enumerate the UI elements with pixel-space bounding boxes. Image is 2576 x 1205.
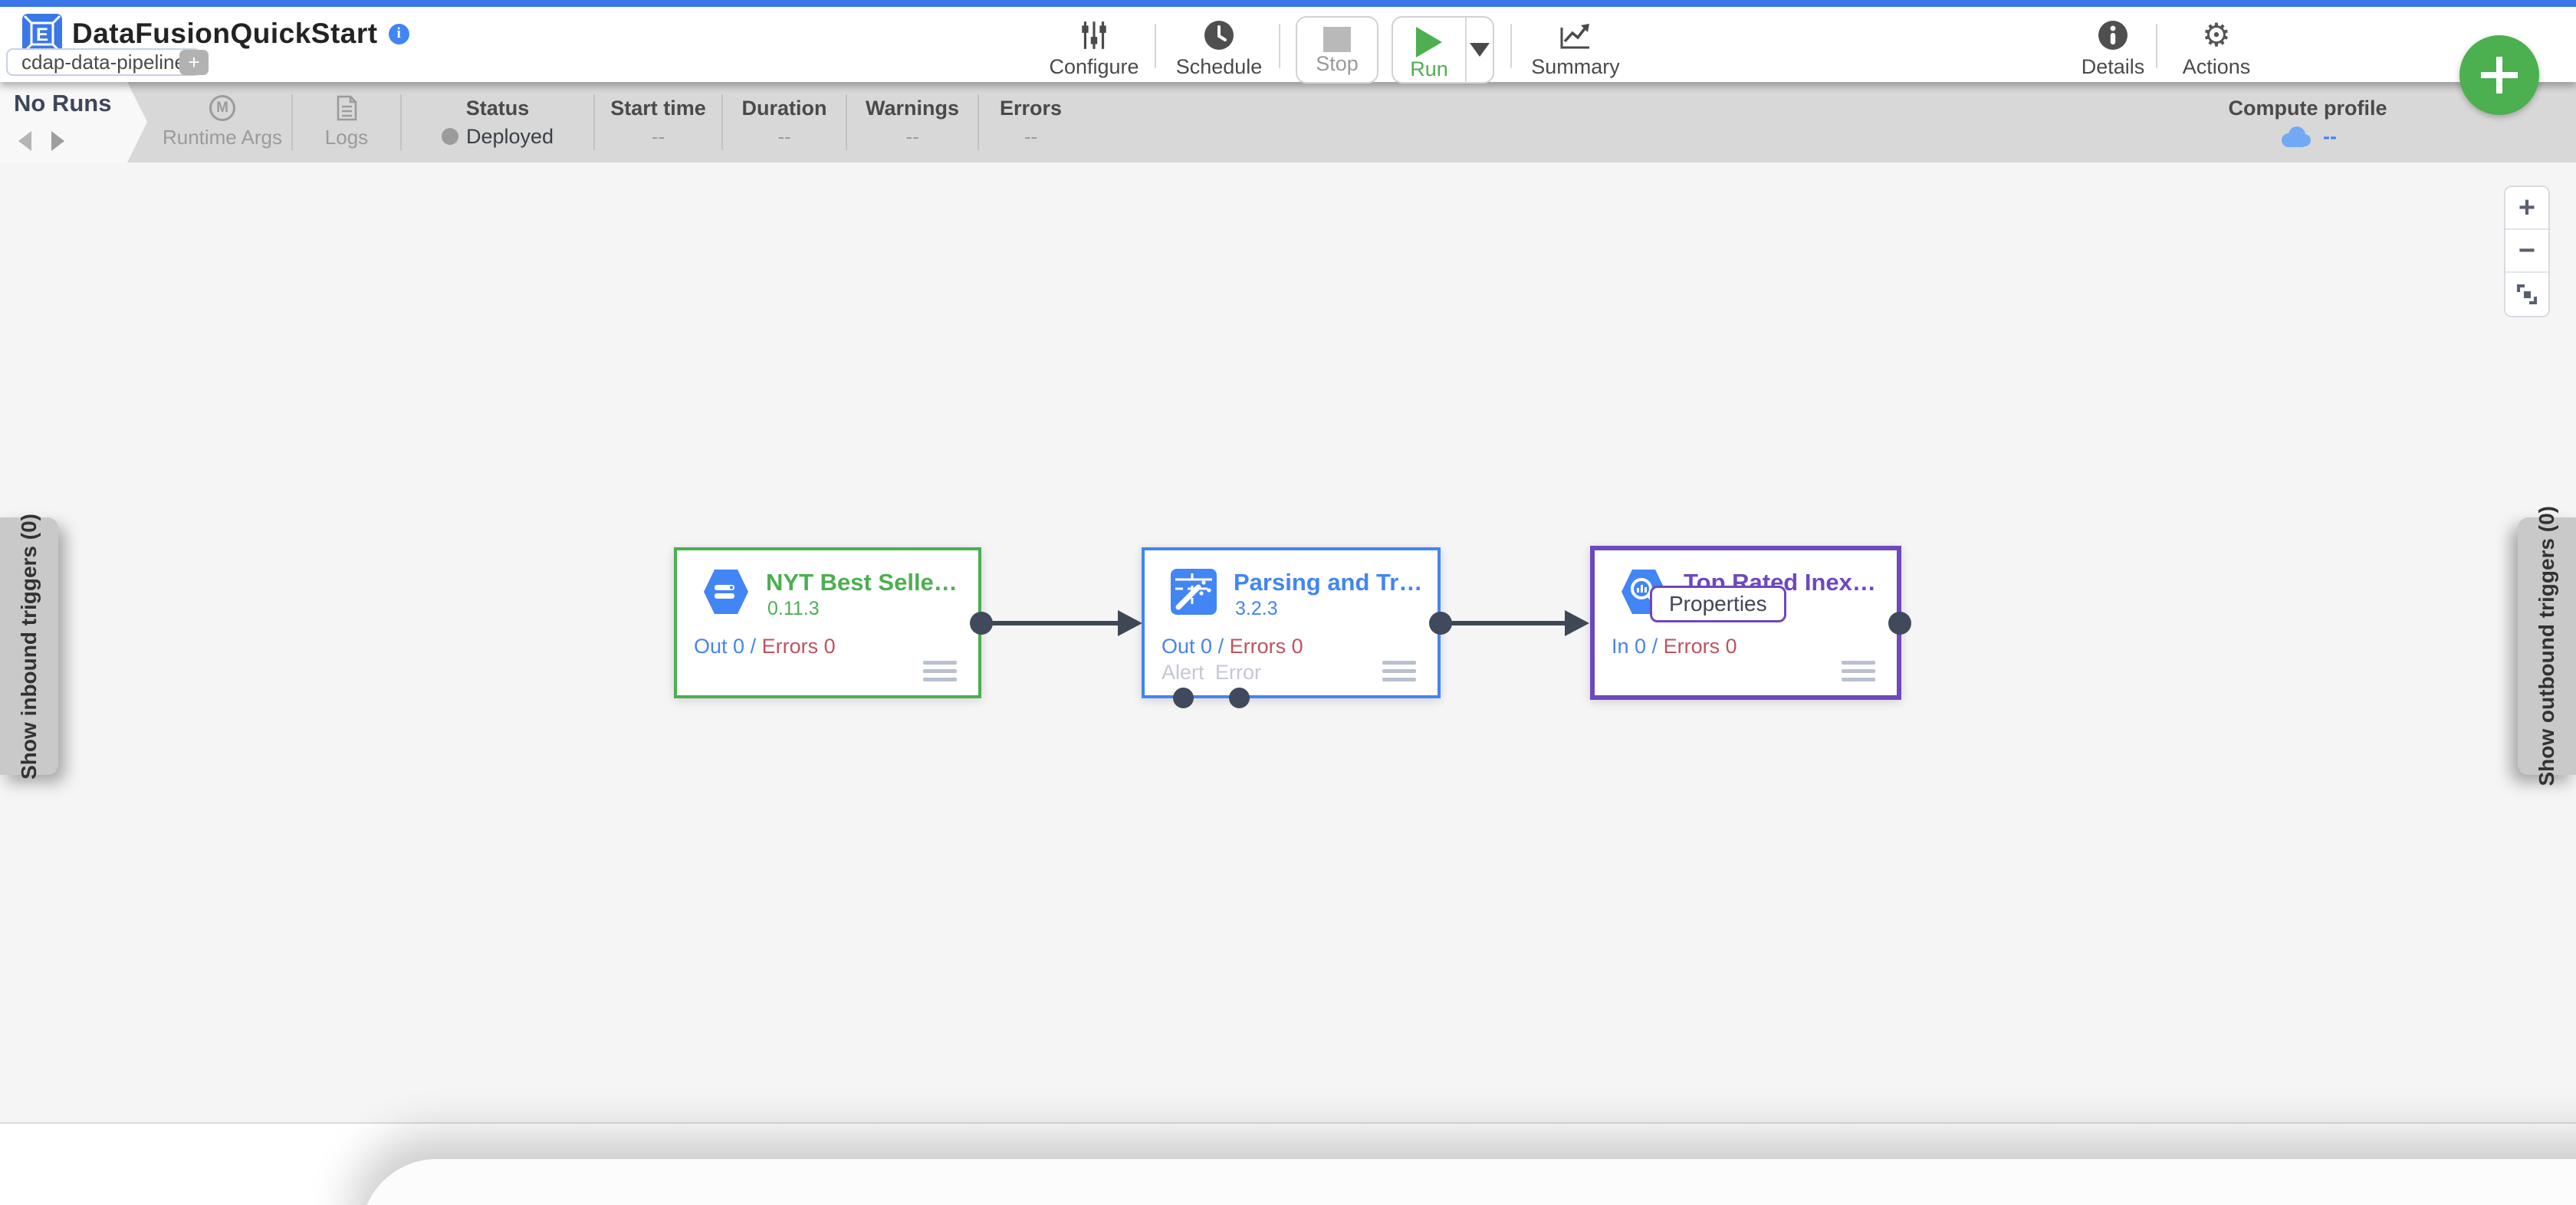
edge-arrowhead-icon (1118, 610, 1142, 636)
cdap-pipeline-logo-icon: E (22, 14, 62, 54)
errors-column: Errors -- (999, 96, 1063, 148)
runs-navigator: No Runs (0, 82, 147, 163)
status-badge: Deployed (465, 124, 554, 148)
node-metrics: In 0 / Errors 0 (1612, 635, 1737, 658)
output-port[interactable] (970, 611, 993, 635)
toolbar-separator (1279, 24, 1280, 68)
output-port[interactable] (1429, 611, 1452, 635)
error-port-label: Error (1215, 661, 1261, 684)
summary-button[interactable]: Summary (1524, 16, 1627, 84)
bar-separator (291, 94, 293, 150)
actions-button[interactable]: ⚙ Actions (2182, 17, 2251, 79)
pipeline-canvas[interactable]: + − Show inbound triggers (0) Show outbo… (0, 163, 2576, 1122)
bar-separator (400, 94, 402, 150)
schedule-button[interactable]: Schedule (1165, 16, 1273, 84)
add-plugin-fab-button[interactable] (2459, 35, 2539, 115)
run-options-dropdown[interactable] (1467, 18, 1493, 82)
run-button[interactable]: Run (1393, 18, 1467, 82)
alert-port[interactable] (1173, 688, 1194, 708)
run-button-group: Run (1392, 16, 1494, 84)
output-port[interactable] (1888, 611, 1911, 635)
wrangler-plugin-icon (1171, 569, 1217, 615)
no-runs-label: No Runs (14, 90, 112, 117)
details-button[interactable]: Details (2064, 16, 2162, 84)
status-dot-icon (441, 128, 458, 145)
toolbar-separator (1510, 24, 1512, 68)
details-info-icon (2098, 21, 2128, 50)
node-metrics: Out 0 / Errors 0 (1162, 635, 1303, 658)
configure-sliders-icon (1082, 21, 1106, 49)
node-menu-button[interactable] (1382, 661, 1416, 681)
canvas-zoom-controls: + − (2504, 186, 2550, 317)
schedule-clock-icon (1204, 21, 1234, 50)
node-menu-button[interactable] (1842, 661, 1875, 681)
node-source-card[interactable]: NYT Best Selle… 0.11.3 Out 0 / Errors 0 (674, 547, 993, 698)
node-version: 3.2.3 (1235, 598, 1278, 619)
zoom-out-button[interactable]: − (2505, 230, 2548, 273)
zoom-in-button[interactable]: + (2505, 187, 2548, 230)
status-column: Status Deployed (402, 82, 593, 163)
edge-arrowhead-icon (1565, 610, 1589, 636)
run-play-icon (1416, 27, 1442, 57)
bottom-panel-edge (360, 1159, 2576, 1205)
toolbar-separator (2156, 24, 2157, 68)
start-time-column: Start time -- (610, 96, 706, 148)
bar-separator (593, 94, 595, 150)
edge-node2-node3 (1451, 621, 1566, 625)
add-tag-button[interactable]: + (179, 50, 209, 75)
warnings-column: Warnings -- (865, 96, 959, 148)
toolbar-separator (1155, 24, 1156, 68)
compute-profile[interactable]: Compute profile -- (2228, 96, 2387, 148)
fit-to-screen-button[interactable] (2505, 273, 2548, 316)
plus-icon (2496, 57, 2502, 94)
runtime-args-button[interactable]: M Runtime Args (153, 82, 291, 163)
configure-button[interactable]: Configure (1043, 16, 1145, 84)
top-accent-bar (0, 0, 2576, 7)
next-run-arrow[interactable] (51, 131, 64, 151)
duration-column: Duration -- (741, 96, 827, 148)
pipeline-info-icon[interactable]: i (388, 23, 409, 44)
engine-tag: cdap-data-pipeline (6, 48, 201, 76)
previous-run-arrow[interactable] (18, 131, 31, 151)
header: E DataFusionQuickStart i cdap-data-pipel… (0, 7, 2576, 84)
gear-icon: ⚙ (2202, 17, 2231, 53)
cloud-icon (2282, 126, 2311, 147)
bar-separator (721, 94, 723, 150)
page-title: DataFusionQuickStart (72, 18, 378, 49)
node-title: NYT Best Selle… (766, 569, 958, 596)
error-port[interactable] (1229, 688, 1250, 708)
properties-button[interactable]: Properties (1650, 586, 1786, 622)
node-version: 0.11.3 (767, 598, 820, 619)
logs-document-icon (337, 95, 356, 121)
svg-text:E: E (36, 25, 48, 45)
chevron-down-icon (1470, 43, 1490, 57)
node-title: Parsing and Tr… (1234, 569, 1423, 596)
summary-chart-icon (1560, 24, 1589, 49)
macro-m-icon: M (209, 95, 235, 121)
edge-node1-node2 (992, 621, 1121, 625)
bar-separator (978, 94, 979, 150)
node-transform-card[interactable]: Parsing and Tr… 3.2.3 Out 0 / Errors 0 A… (1142, 547, 1452, 708)
fit-to-screen-icon (2517, 284, 2537, 304)
stop-icon (1323, 27, 1351, 52)
stop-button[interactable]: Stop (1296, 16, 1378, 84)
source-plugin-hexagon-icon (704, 570, 748, 614)
bottom-divider (0, 1122, 2576, 1124)
node-metrics: Out 0 / Errors 0 (694, 635, 836, 658)
node-menu-button[interactable] (923, 661, 957, 681)
logs-button[interactable]: Logs (293, 82, 400, 163)
bar-separator (846, 94, 847, 150)
node-sink-card[interactable]: Top Rated Inex… Properties In 0 / Errors… (1590, 546, 1911, 700)
show-inbound-triggers-tab[interactable]: Show inbound triggers (0) (0, 514, 58, 779)
show-outbound-triggers-tab[interactable]: Show outbound triggers (0) (2518, 506, 2576, 786)
run-status-bar: No Runs M Runtime Args Logs (0, 82, 2576, 163)
alert-port-label: Alert (1162, 661, 1204, 684)
